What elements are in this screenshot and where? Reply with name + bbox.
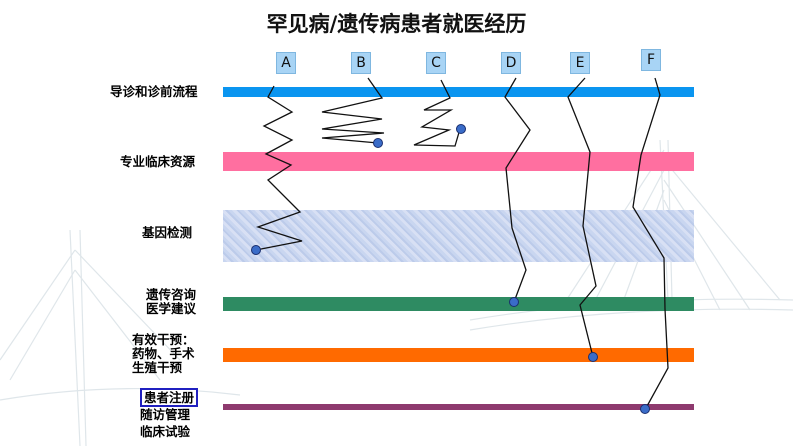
stage-label-line: 随访管理 bbox=[140, 407, 191, 422]
patient-path-e bbox=[567, 77, 597, 358]
stage-label-line: 药物、手术 bbox=[132, 346, 195, 361]
patient-path-f bbox=[632, 77, 669, 409]
stage-label-highlight: 患者注册 bbox=[140, 388, 199, 407]
patient-path-a bbox=[255, 85, 303, 251]
stage-label-registry: 患者注册 随访管理 临床试验 bbox=[140, 388, 199, 440]
path-end-dot-c bbox=[456, 124, 466, 134]
stage-band-5 bbox=[223, 404, 694, 410]
stage-band-2 bbox=[223, 210, 694, 262]
column-label-a: A bbox=[276, 52, 296, 74]
column-label-d: D bbox=[501, 52, 521, 74]
column-label-c: C bbox=[426, 52, 446, 74]
column-label-e: E bbox=[570, 52, 590, 74]
stage-label-line: 遗传咨询 bbox=[146, 287, 197, 302]
stage-label-triage: 导诊和诊前流程 bbox=[110, 84, 198, 99]
stage-band-0 bbox=[223, 87, 694, 97]
patient-path-b bbox=[321, 77, 385, 144]
stage-band-1 bbox=[223, 152, 694, 171]
stage-label-line: 生殖干预 bbox=[132, 360, 183, 375]
path-end-dot-f bbox=[640, 404, 650, 414]
stage-band-3 bbox=[223, 297, 694, 311]
stage-label-intervention: 有效干预： 药物、手术 生殖干预 bbox=[132, 333, 195, 375]
path-end-dot-d bbox=[509, 297, 519, 307]
stage-label-line: 临床试验 bbox=[140, 424, 191, 439]
diagram-title: 罕见病/遗传病患者就医经历 bbox=[266, 12, 527, 36]
stage-label-genetic-counseling: 遗传咨询 医学建议 bbox=[146, 288, 196, 316]
stage-band-4 bbox=[223, 348, 694, 362]
path-end-dot-e bbox=[588, 352, 598, 362]
column-label-b: B bbox=[351, 52, 371, 74]
patient-path-c bbox=[413, 79, 461, 147]
path-end-dot-b bbox=[373, 138, 383, 148]
column-label-f: F bbox=[641, 49, 661, 71]
path-end-dot-a bbox=[251, 245, 261, 255]
stage-label-line: 有效干预： bbox=[132, 332, 195, 347]
stage-label-line: 医学建议 bbox=[146, 301, 197, 316]
patient-path-d bbox=[504, 77, 531, 303]
stage-label-gene-testing: 基因检测 bbox=[142, 225, 193, 240]
stage-label-clinical-resources: 专业临床资源 bbox=[120, 154, 196, 169]
